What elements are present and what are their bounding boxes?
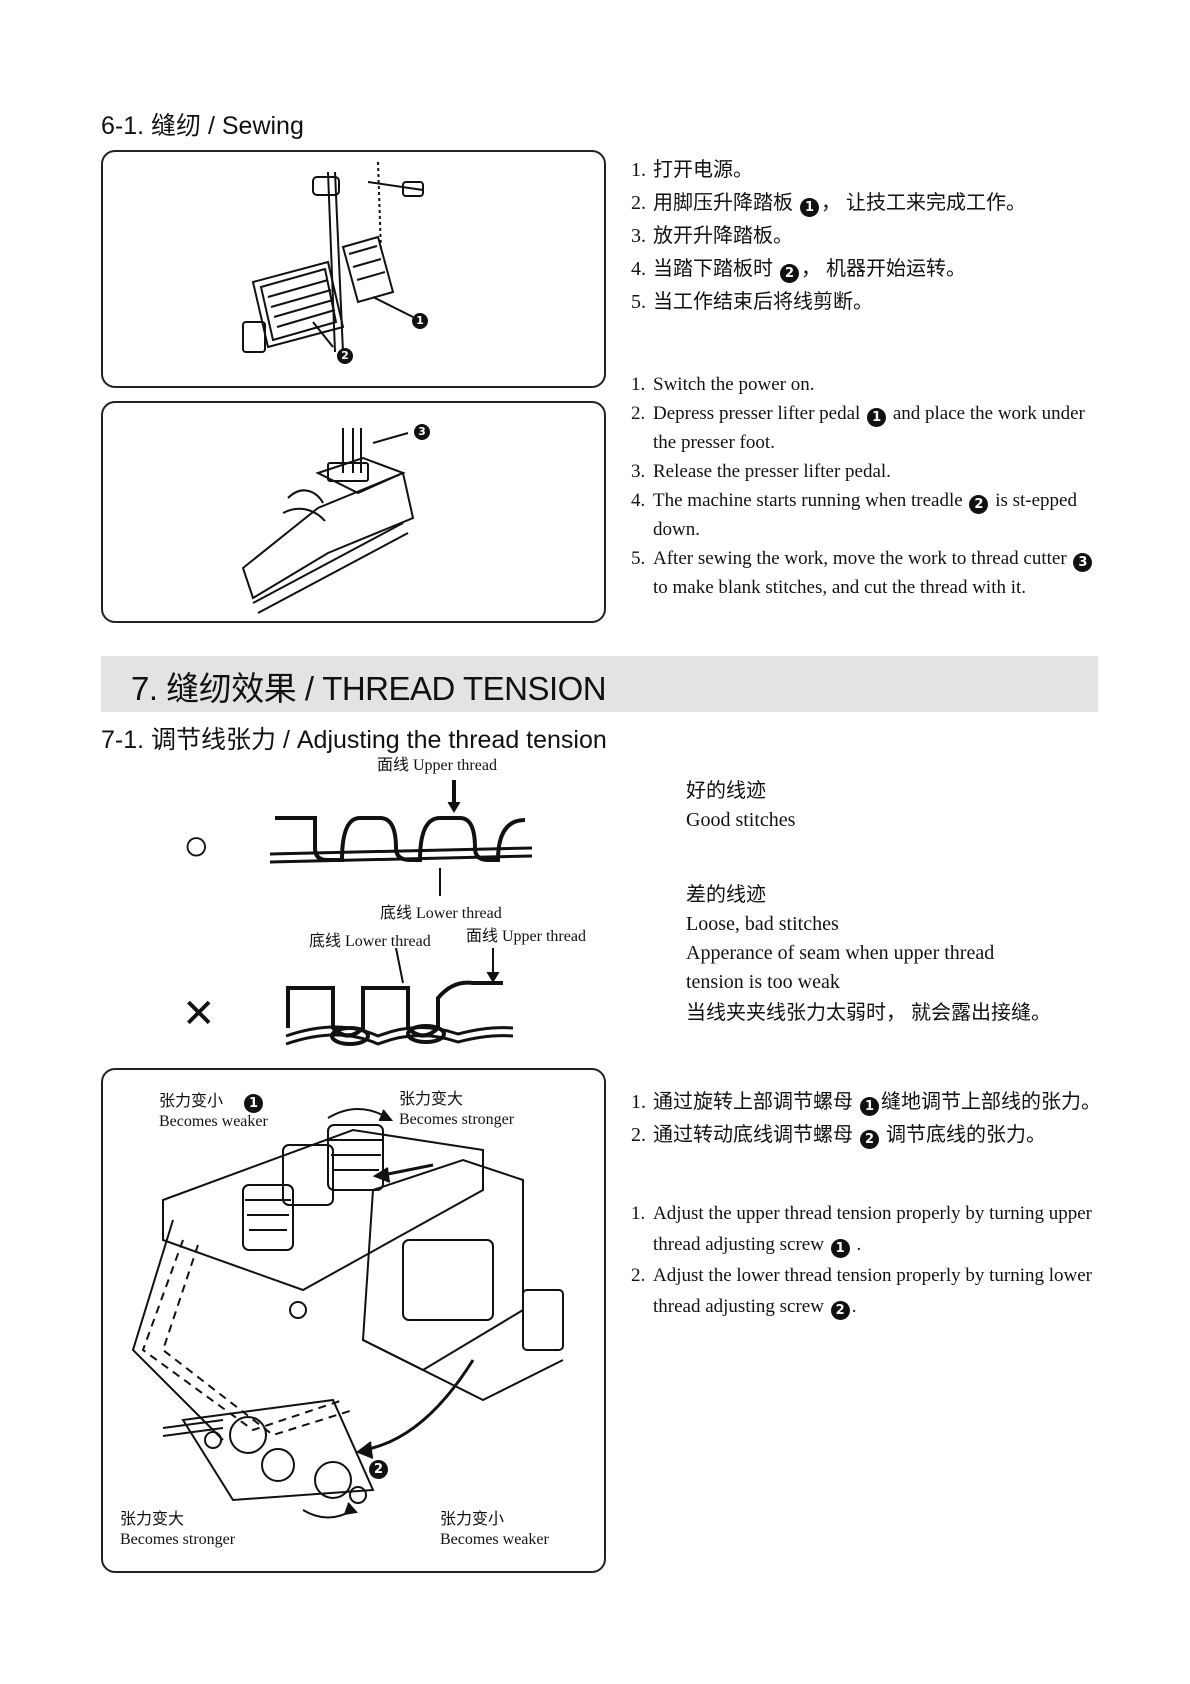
callout-marker: 2	[780, 264, 799, 283]
step-item: 2.用脚压升降踏板 1， 让技工来完成工作。	[631, 192, 1026, 217]
step-item: 2.Depress presser lifter pedal 1 and pla…	[631, 403, 1085, 453]
step-item: 3.Release the presser lifter pedal.	[631, 461, 891, 482]
callout-marker: 3	[1073, 553, 1093, 572]
presser-foot-figure: 3	[101, 401, 606, 623]
presser-foot-illustration	[241, 428, 415, 614]
step-item: 1.打开电源。	[631, 159, 753, 181]
step-item: 3.放开升降踏板。	[631, 225, 793, 247]
section-heading-6-1: 6-1. 缝纫 / Sewing	[101, 112, 304, 140]
tension-illustration	[131, 1108, 564, 1519]
bad-desc-line1: Loose, bad stitches	[686, 913, 839, 935]
bad-desc-line3: tension is too weak	[686, 971, 840, 993]
step-item: 4.The machine starts running when treadl…	[631, 490, 1077, 540]
step-item: 1.Switch the power on.	[631, 374, 815, 395]
callout-marker: 1	[412, 313, 428, 329]
bad-desc-line2: Apperance of seam when upper thread	[686, 942, 995, 964]
bad-title-zh: 差的线迹	[686, 884, 766, 906]
sewing-steps-zh: 1.打开电源。 2.用脚压升降踏板 1， 让技工来完成工作。 3.放开升降踏板。…	[631, 154, 1101, 319]
callout-marker: 1	[800, 198, 819, 217]
section-band	[101, 656, 1098, 712]
callout-marker: 3	[414, 424, 430, 440]
callout-marker: 2	[337, 348, 353, 364]
step-item: 4.当踏下踏板时 2， 机器开始运转。	[631, 258, 966, 283]
step-item: 2.通过转动底线调节螺母 2 调节底线的张力。	[631, 1124, 1046, 1149]
callout-marker: 2	[969, 495, 989, 514]
callout-marker: 1	[830, 1239, 850, 1258]
good-stitch-diagram	[270, 780, 533, 896]
step-item: 2.Adjust the lower thread tension proper…	[631, 1265, 1093, 1320]
good-upper-thread-label: 面线 Upper thread	[377, 757, 497, 774]
bad-stitch-diagram	[285, 948, 514, 1046]
callout-marker: 1	[867, 408, 887, 427]
section-heading-7-1: 7-1. 调节线张力 / Adjusting the thread tensio…	[101, 726, 607, 754]
good-title-zh: 好的线迹	[686, 780, 766, 802]
bad-upper-thread-label: 面线 Upper thread	[466, 928, 586, 945]
bad-symbol: ✕	[182, 992, 216, 1036]
callout-marker: 1	[244, 1094, 263, 1113]
callout-marker: 2	[830, 1301, 850, 1320]
section-heading-7: 7. 缝纫效果 / THREAD TENSION	[131, 670, 607, 707]
bad-desc-line4: 当线夹夹线张力太弱时， 就会露出接缝。	[686, 1002, 1051, 1024]
step-item: 5.当工作结束后将线剪断。	[631, 291, 873, 313]
callout-marker: 2	[860, 1130, 879, 1149]
good-title-en: Good stitches	[686, 809, 796, 831]
callout-marker: 2	[369, 1460, 388, 1479]
bad-lower-thread-label: 底线 Lower thread	[309, 933, 431, 950]
pedal-illustration	[242, 161, 424, 353]
step-item: 5.After sewing the work, move the work t…	[631, 544, 1101, 602]
step-item: 1.Adjust the upper thread tension proper…	[631, 1203, 1093, 1258]
good-symbol: ○	[183, 821, 210, 870]
pedal-figure: 1 2	[101, 150, 606, 388]
sewing-steps-en: 1.Switch the power on. 2.Depress presser…	[631, 370, 1101, 602]
tension-steps-en: 1.Adjust the upper thread tension proper…	[631, 1198, 1101, 1322]
good-lower-thread-label: 底线 Lower thread	[380, 905, 502, 922]
callout-marker: 1	[860, 1097, 879, 1116]
